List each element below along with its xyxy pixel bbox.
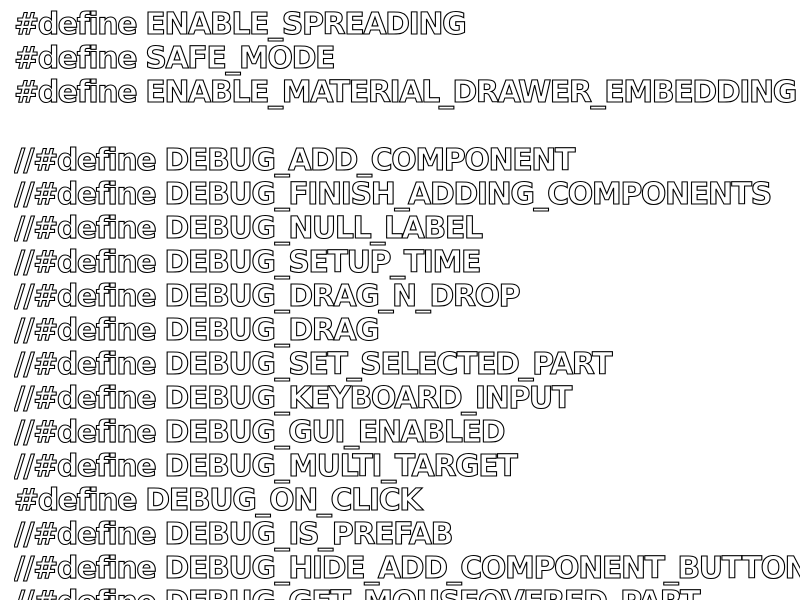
code-line[interactable]: #define ENABLE_MATERIAL_DRAWER_EMBEDDING — [14, 76, 798, 110]
code-line[interactable]: //#define DEBUG_GET_MOUSEOVERED_PART — [14, 586, 800, 600]
code-line[interactable]: //#define DEBUG_KEYBOARD_INPUT — [14, 382, 573, 416]
code-line[interactable]: //#define DEBUG_ADD_COMPONENT — [14, 144, 576, 178]
code-line[interactable]: //#define DEBUG_IS_PREFAB — [14, 518, 454, 552]
code-line[interactable]: //#define DEBUG_SET_SELECTED_PART — [14, 348, 613, 382]
code-line[interactable]: //#define DEBUG_HIDE_ADD_COMPONENT_BUTTO… — [14, 552, 800, 586]
code-line[interactable]: //#define DEBUG_GUI_ENABLED — [14, 416, 506, 450]
code-line[interactable]: //#define DEBUG_DRAG_N_DROP — [14, 280, 521, 314]
code-line[interactable]: //#define DEBUG_SETUP_TIME — [14, 246, 482, 280]
code-line[interactable]: //#define DEBUG_FINISH_ADDING_COMPONENTS — [14, 178, 773, 212]
code-line[interactable]: //#define DEBUG_NULL_LABEL — [14, 212, 484, 246]
code-line[interactable]: #define SAFE_MODE — [14, 42, 336, 76]
code-line[interactable]: #define ENABLE_SPREADING — [14, 8, 467, 42]
code-line-blank[interactable] — [14, 110, 800, 144]
code-line[interactable]: #define DEBUG_ON_CLICK — [14, 484, 423, 518]
code-line[interactable]: //#define DEBUG_MULTI_TARGET — [14, 450, 518, 484]
code-line[interactable]: //#define DEBUG_DRAG — [14, 314, 380, 348]
code-lines: #define ENABLE_SPREADING #define SAFE_MO… — [14, 8, 800, 600]
